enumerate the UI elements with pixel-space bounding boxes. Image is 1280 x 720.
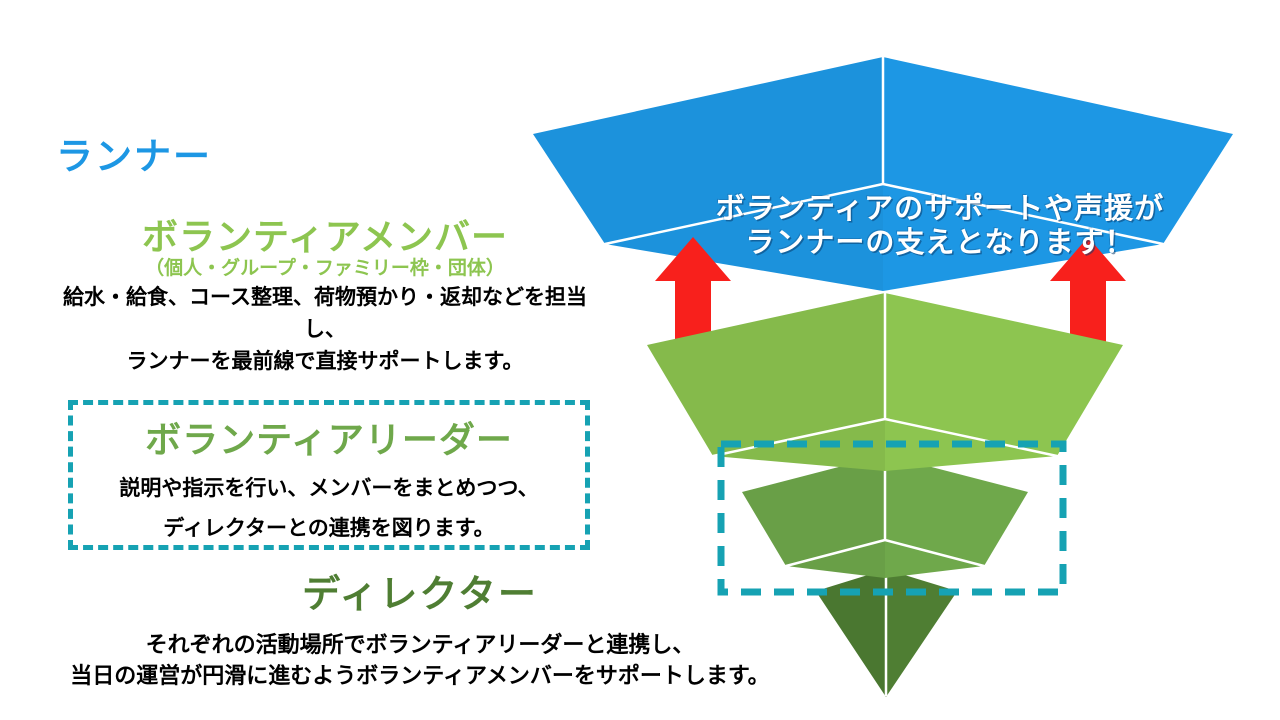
- member-section: ボランティアメンバー （個人・グループ・ファミリー枠・団体） 給水・給食、コース…: [45, 216, 605, 378]
- director-description-line2: 当日の運営が円滑に進むようボランティアメンバーをサポートします。: [70, 663, 770, 689]
- member-title: ボランティアメンバー: [141, 216, 509, 257]
- runner-label: ランナー: [56, 136, 212, 177]
- support-message: ボランティアのサポートや声援が ランナーの支えとなります！: [660, 192, 1220, 260]
- pyramid-layer-director: [813, 566, 960, 697]
- member-description-line2: ランナーを最前線で直接サポートします。: [126, 349, 524, 373]
- leader-description-line2: ディレクターとの連携を図ります。: [163, 516, 495, 540]
- member-subtitle: （個人・グループ・ファミリー枠・団体）: [145, 258, 505, 280]
- pyramid-layer-leader: [742, 453, 1028, 578]
- leader-description-line1: 説明や指示を行い、メンバーをまとめつつ、: [119, 477, 539, 500]
- leader-title: ボランティアリーダー: [145, 419, 513, 460]
- director-section: ディレクター それぞれの活動場所でボランティアリーダーと連携し、 当日の運営が円…: [60, 573, 780, 692]
- up-arrow-right: [1050, 237, 1126, 345]
- support-message-line1: ボランティアのサポートや声援が: [715, 193, 1165, 225]
- support-message-line2: ランナーの支えとなります！: [745, 227, 1135, 260]
- leader-highlight-box: [717, 440, 1067, 596]
- up-arrow-left: [655, 237, 731, 345]
- member-description-line1: 給水・給食、コース整理、荷物預かり・返却などを担当し、: [63, 286, 587, 341]
- pyramid-layer-runner: [533, 55, 1233, 291]
- director-description-line1: それぞれの活動場所でボランティアリーダーと連携し、: [145, 631, 695, 657]
- leader-text-box: ボランティアリーダー 説明や指示を行い、メンバーをまとめつつ、 ディレクターとの…: [68, 400, 590, 550]
- pyramid-layer-member: [647, 291, 1123, 471]
- director-title: ディレクター: [302, 574, 538, 616]
